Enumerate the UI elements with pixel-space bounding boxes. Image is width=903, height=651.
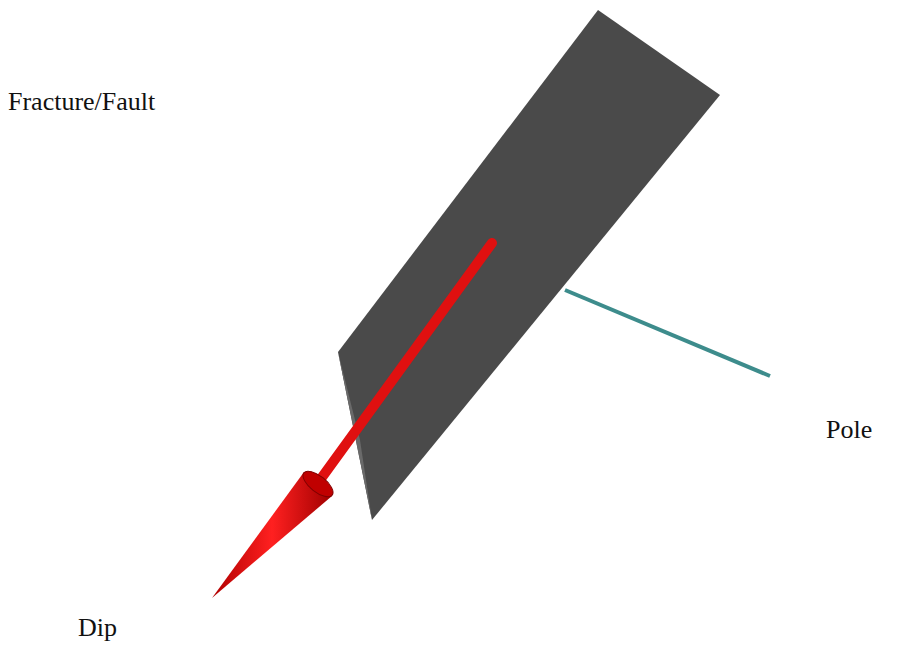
dip-label: Dip xyxy=(78,612,117,643)
pole-line xyxy=(565,290,770,376)
dip-arrow-shaft xyxy=(320,243,492,480)
dip-arrow-head-base xyxy=(299,467,337,502)
pole-label: Pole xyxy=(826,414,872,445)
fault-plane xyxy=(338,10,720,520)
plane-label: Fracture/Fault xyxy=(8,86,155,117)
